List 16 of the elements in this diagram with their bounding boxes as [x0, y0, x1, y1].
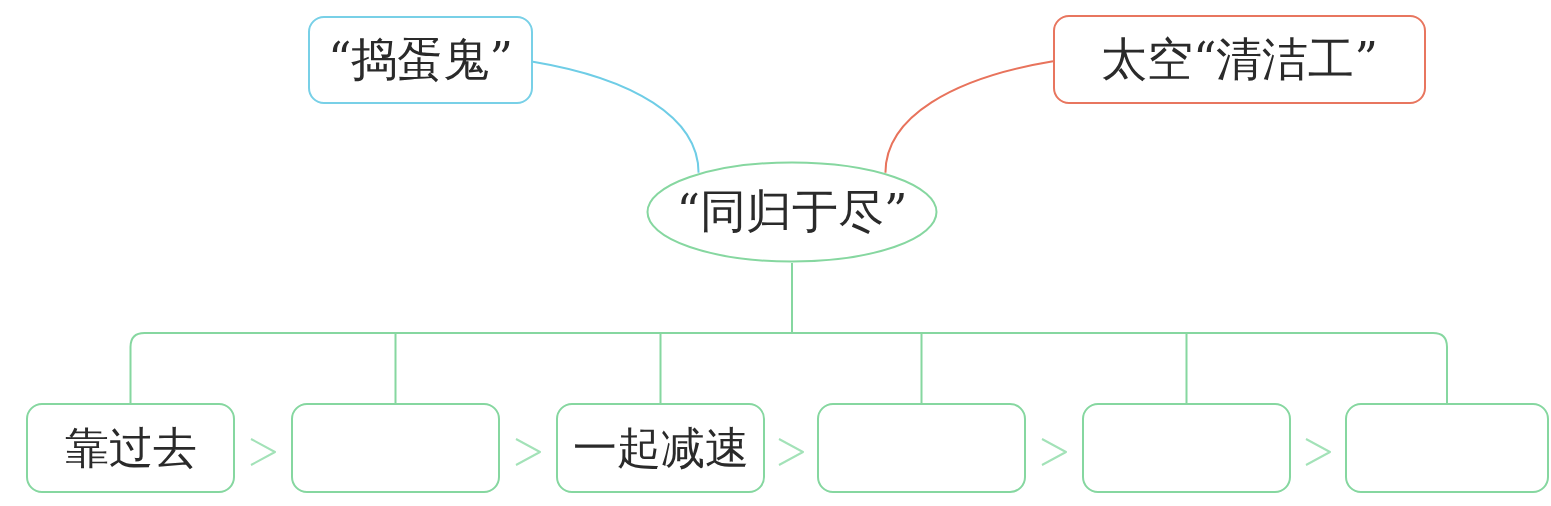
answer-box: [1345, 403, 1549, 493]
connector-line: [532, 60, 700, 174]
step-box: 一起减速: [556, 403, 765, 493]
answer-box: [817, 403, 1026, 493]
connector-line: [884, 60, 1054, 174]
central-ellipse: “同归于尽”: [646, 161, 938, 263]
answer-box: [1082, 403, 1291, 493]
answer-box: [291, 403, 500, 493]
step-box: 靠过去: [26, 403, 235, 493]
chevron-arrow: [1305, 438, 1331, 466]
topic-box: 太空“清洁工”: [1053, 15, 1426, 104]
chevron-arrow: [250, 438, 276, 466]
chevron-arrow: [778, 438, 804, 466]
chevron-arrow: [1041, 438, 1067, 466]
topic-box: “捣蛋鬼”: [308, 16, 533, 104]
chevron-arrow: [515, 438, 541, 466]
